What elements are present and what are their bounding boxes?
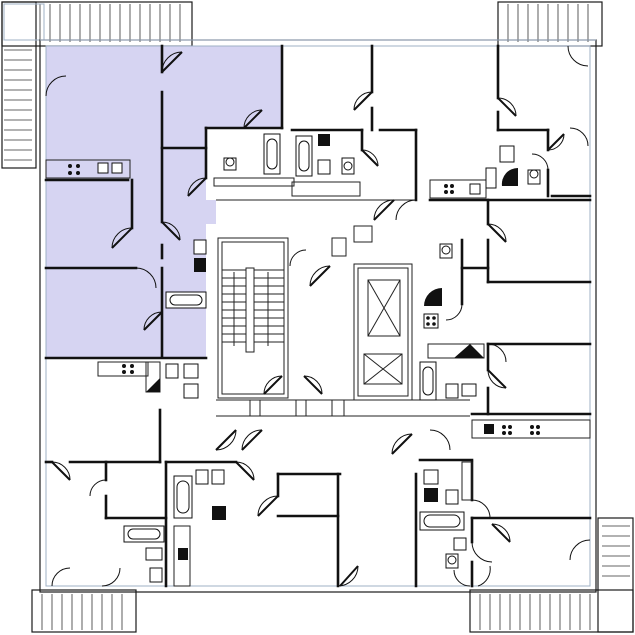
elevator-shafts (353, 263, 413, 401)
exterior-walls (39, 39, 597, 593)
balcony-top-left (1, 1, 193, 169)
bathroom-fixtures (45, 133, 591, 587)
balcony-bottom-left (31, 589, 137, 633)
stairwell (217, 237, 289, 399)
selected-apartment-highlight[interactable] (46, 46, 282, 358)
balcony-bottom-right (469, 517, 634, 633)
door-swings (45, 45, 591, 587)
